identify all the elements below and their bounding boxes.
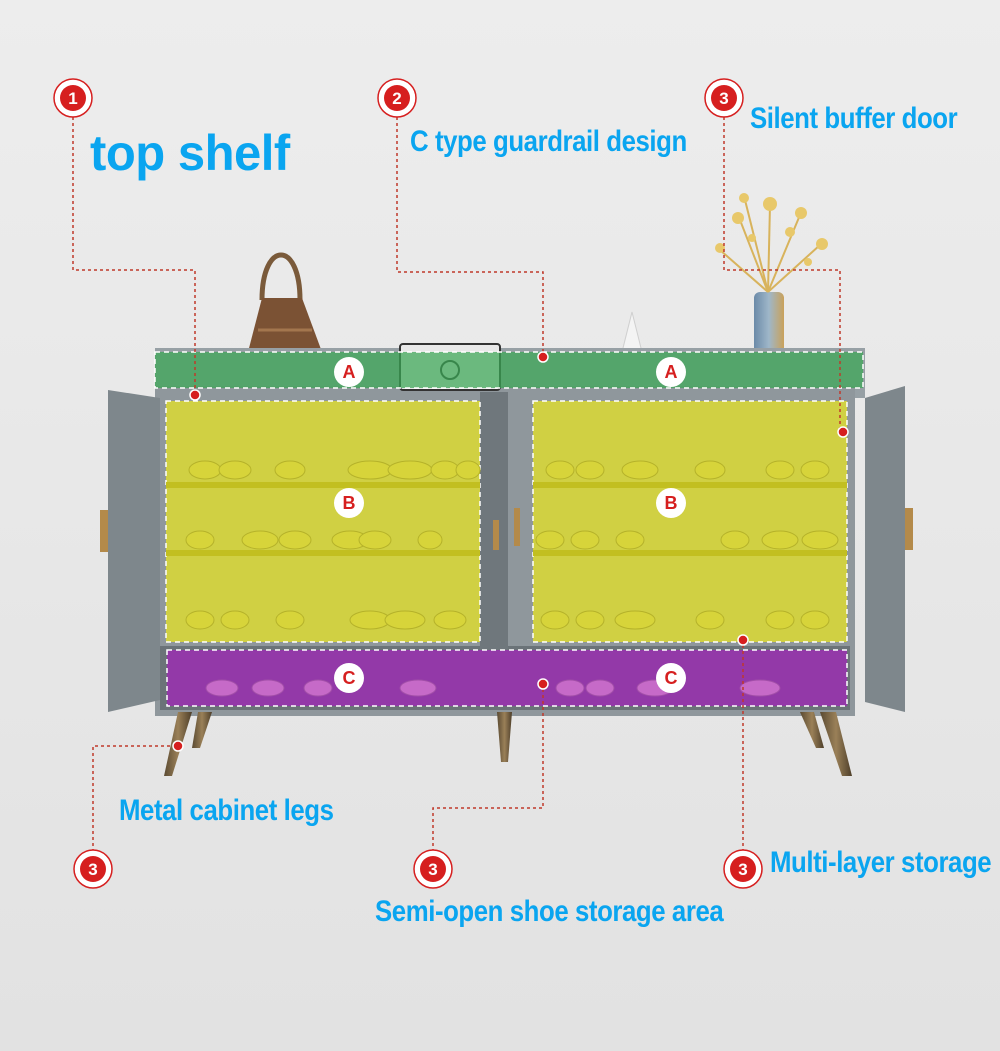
badge-c-right-text: C [665, 668, 678, 688]
label-metal-cabinet-legs: Metal cabinet legs [119, 794, 334, 827]
label-semi-open-storage: Semi-open shoe storage area [375, 895, 724, 928]
leader-2 [396, 117, 544, 357]
leader-1 [72, 117, 196, 395]
callout-1-number: 1 [68, 89, 77, 108]
zone-a-overlay [154, 351, 864, 389]
shoes-illustration [185, 460, 839, 697]
callout-3-door-icon: 3 [704, 78, 744, 118]
callout-3-legs-number: 3 [88, 860, 97, 879]
leader-lines [72, 117, 841, 852]
zone-b-overlay [165, 400, 848, 643]
callout-3-semi-icon: 3 [413, 849, 453, 889]
leader-dots [172, 351, 849, 752]
callout-3-legs-icon: 3 [73, 849, 113, 889]
zone-badges: A A B B C C [334, 357, 686, 693]
callout-3-door-number: 3 [719, 89, 728, 108]
badge-b-left-text: B [343, 493, 356, 513]
badge-a-right-text: A [665, 362, 678, 382]
callout-1-icon: 1 [53, 78, 93, 118]
badge-a-left-text: A [343, 362, 356, 382]
vase-decor [715, 193, 828, 384]
label-silent-buffer-door: Silent buffer door [750, 102, 958, 135]
leader-3-semi [432, 684, 544, 852]
label-c-type-guardrail: C type guardrail design [410, 125, 687, 158]
badge-c-left: C [334, 663, 364, 693]
label-multi-layer-storage: Multi-layer storage [770, 846, 992, 879]
badge-b-left: B [334, 488, 364, 518]
callout-circles: 1 2 3 3 3 [53, 78, 763, 889]
badge-c-right: C [656, 663, 686, 693]
label-top-shelf: top shelf [90, 125, 290, 181]
callout-3-multi-icon: 3 [723, 849, 763, 889]
badge-a-left: A [334, 357, 364, 387]
leader-3-top [723, 117, 841, 432]
callout-3-multi-number: 3 [738, 860, 747, 879]
handbag-decor [248, 252, 322, 352]
callout-3-semi-number: 3 [428, 860, 437, 879]
badge-a-right: A [656, 357, 686, 387]
zone-c-overlay [166, 649, 848, 707]
badge-b-right-text: B [665, 493, 678, 513]
leader-3-legs [92, 745, 178, 852]
callout-2-number: 2 [392, 89, 401, 108]
badge-b-right: B [656, 488, 686, 518]
badge-c-left-text: C [343, 668, 356, 688]
callout-2-icon: 2 [377, 78, 417, 118]
